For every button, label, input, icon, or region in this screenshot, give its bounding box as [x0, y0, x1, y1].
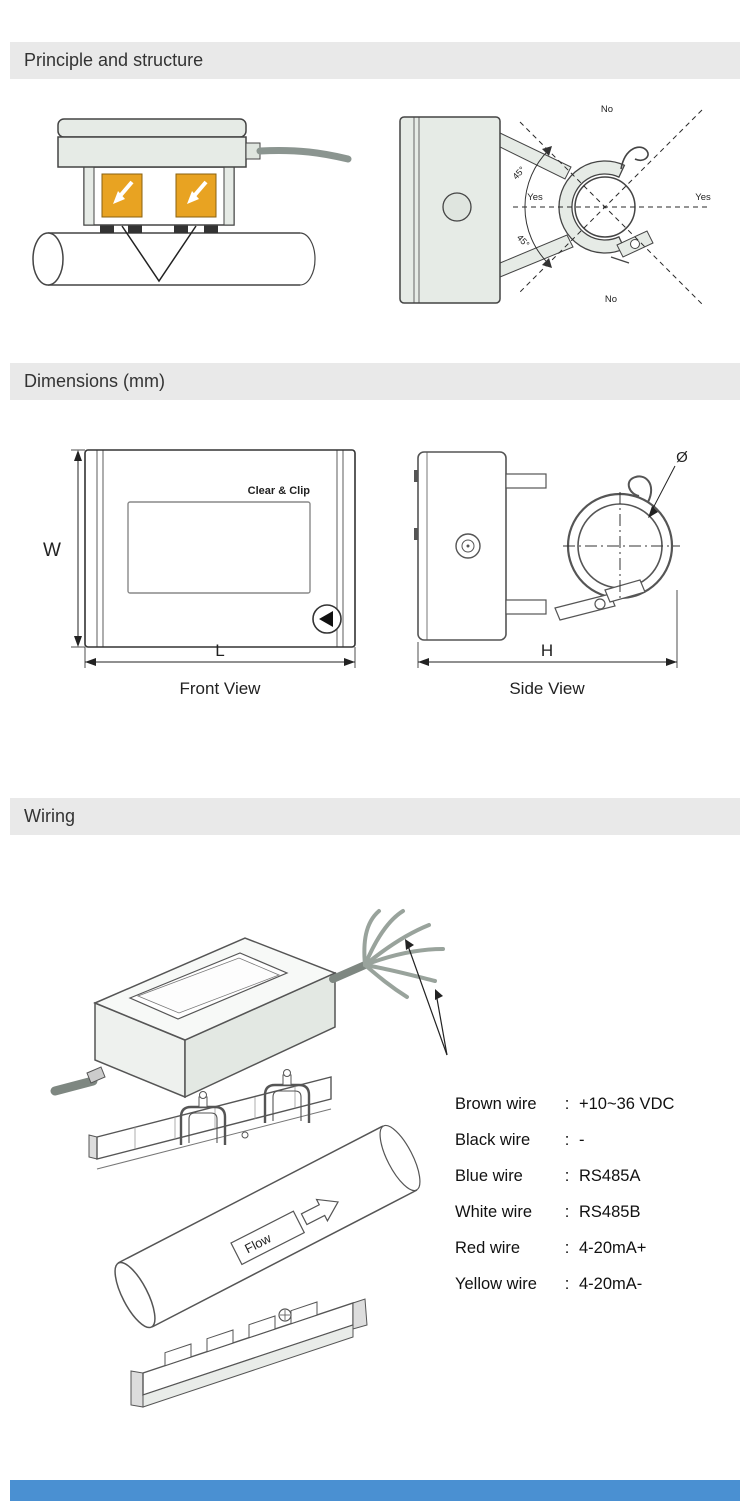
side-view-caption: Side View — [509, 679, 585, 698]
ultrasonic-v-path — [121, 225, 197, 283]
legend-row-yellow: Yellow wire : 4-20mA- — [455, 1266, 674, 1302]
dim-h-label: H — [541, 641, 553, 660]
colon: : — [564, 1130, 570, 1149]
colon: : — [564, 1202, 570, 1221]
left-connector — [50, 1076, 98, 1096]
clamp-hook — [627, 475, 653, 503]
transducer-bracket — [83, 166, 235, 226]
beam-arrow-icons — [113, 180, 208, 204]
wire-name: White wire — [455, 1202, 533, 1221]
meter-body-end — [399, 116, 501, 304]
arc-arrow-bottom-icon — [542, 258, 552, 268]
section-title-wiring: Wiring — [24, 806, 76, 826]
section-title-dimensions: Dimensions (mm) — [24, 371, 166, 391]
clamp-hook — [620, 146, 649, 170]
wire-function: RS485A — [579, 1166, 641, 1185]
callout-arrows — [405, 939, 448, 1056]
cable-stub — [329, 961, 369, 983]
section-header-wiring: Wiring — [10, 798, 740, 835]
dim-h — [417, 590, 678, 668]
meter-iso — [93, 937, 337, 1099]
wire-function: 4-20mA- — [579, 1274, 643, 1293]
pipe-drawing — [32, 232, 316, 286]
front-view-caption: Front View — [180, 679, 262, 698]
label-no-top: No — [601, 104, 613, 115]
wire-function: 4-20mA+ — [579, 1238, 647, 1257]
label-no-bottom: No — [605, 294, 617, 305]
principle-figure-orientation: No No Yes Yes 45° 45° — [399, 104, 711, 305]
principle-figure-side — [32, 118, 352, 286]
device-side — [414, 451, 547, 641]
angle-arc — [524, 150, 549, 264]
center-crosshair — [563, 492, 680, 602]
legend-row-brown: Brown wire : +10~36 VDC — [455, 1086, 674, 1122]
flow-arrow-icon — [300, 1198, 339, 1226]
side-view-figure: Ø H Side View — [414, 449, 688, 698]
lower-rail — [130, 1298, 368, 1408]
colon: : — [564, 1238, 570, 1257]
wire-function: +10~36 VDC — [579, 1094, 675, 1113]
wire-function: - — [579, 1130, 585, 1149]
mount-arms — [499, 132, 574, 278]
section-header-dimensions: Dimensions (mm) — [10, 363, 740, 400]
legend-row-red: Red wire : 4-20mA+ — [455, 1230, 674, 1266]
wire-name: Red wire — [455, 1238, 521, 1257]
pipe-iso: Flow — [114, 1124, 421, 1329]
dim-l-label: L — [215, 641, 224, 660]
coupling-feet — [100, 225, 218, 233]
wire-name: Black wire — [455, 1130, 531, 1149]
legend-row-white: White wire : RS485B — [455, 1194, 674, 1230]
colon: : — [564, 1094, 570, 1113]
wire-name: Brown wire — [455, 1094, 537, 1113]
clamp-latch — [610, 230, 654, 264]
device-front: Clear & Clip — [84, 449, 356, 648]
dim-l — [84, 647, 356, 668]
legend-row-black: Black wire : - — [455, 1122, 674, 1158]
sensor-rail — [88, 1069, 332, 1170]
label-yes-right: Yes — [695, 192, 711, 203]
lcd-display — [127, 501, 311, 594]
dim-w-label: W — [43, 540, 61, 561]
wire-name: Blue wire — [455, 1166, 523, 1185]
label-yes-left: Yes — [527, 192, 543, 203]
dim-w — [71, 449, 85, 648]
front-view-figure: Clear & Clip W L Front View — [43, 449, 356, 698]
flow-tag: Flow — [230, 1198, 339, 1266]
section-header-principle: Principle and structure — [10, 42, 740, 79]
dia-callout — [648, 465, 676, 518]
button-triangle-icon — [319, 611, 333, 627]
clamp-latch — [554, 579, 646, 621]
wire-fan — [362, 909, 445, 999]
label-angle-upper: 45° — [511, 164, 528, 181]
orientation-guides — [513, 109, 710, 305]
device-label: Clear & Clip — [248, 485, 311, 497]
section-title-principle: Principle and structure — [24, 50, 204, 70]
wire-name: Yellow wire — [455, 1274, 537, 1293]
colon: : — [564, 1274, 570, 1293]
label-angle-lower: 45° — [515, 233, 532, 250]
wiring-figure: Flow — [50, 909, 448, 1408]
cable — [256, 146, 352, 163]
legend-row-blue: Blue wire : RS485A — [455, 1158, 674, 1194]
arc-arrow-top-icon — [542, 146, 552, 156]
dim-dia-label: Ø — [676, 449, 688, 466]
next-section-accent-bar — [10, 1480, 740, 1501]
meter-body — [57, 118, 352, 168]
wiring-legend: Brown wire : +10~36 VDC Black wire : - B… — [455, 1086, 674, 1302]
colon: : — [564, 1166, 570, 1185]
wire-function: RS485B — [579, 1202, 641, 1221]
